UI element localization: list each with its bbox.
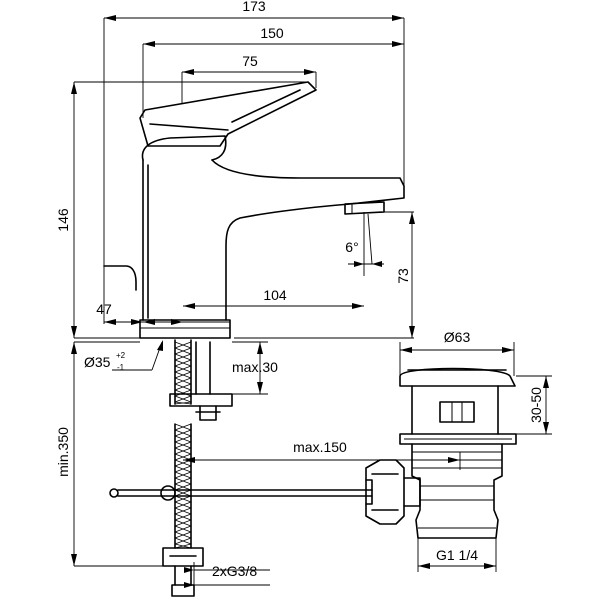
dimension-label-max-150: max.150 — [293, 439, 347, 455]
tolerance-upper: +2 — [116, 351, 126, 360]
dimension-label-30-50: 30-50 — [528, 387, 544, 423]
dimension-label-146: 146 — [55, 208, 71, 232]
dimension-label-max-30: max.30 — [232, 359, 278, 375]
dimension-173: 173 — [103, 0, 405, 266]
dimension-min-350: min.350 — [55, 341, 163, 567]
dimension-hole-diameter: Ø35 +2 -1 — [84, 340, 163, 372]
dimension-label-min-350: min.350 — [55, 427, 71, 477]
pop-up-rod — [109, 485, 373, 501]
dimension-73: 73 — [234, 211, 415, 339]
tolerance-lower: -1 — [117, 363, 125, 372]
dimension-angle-6: 6° — [345, 212, 384, 276]
dimension-label-104: 104 — [263, 287, 287, 303]
dimension-max-150: max.150 — [183, 439, 461, 470]
dimension-label-63: Ø63 — [444, 329, 471, 345]
dimension-150: 150 — [142, 25, 404, 118]
dimension-47: 47 — [96, 266, 230, 325]
dimension-label-173: 173 — [242, 0, 266, 14]
waste-valve — [365, 367, 517, 539]
supply-hoses — [162, 339, 233, 597]
dimension-range-30-50: 30-50 — [516, 375, 552, 435]
dimension-146: 146 — [55, 81, 308, 339]
dimension-label-150: 150 — [260, 25, 284, 41]
dimension-label-75: 75 — [242, 53, 258, 69]
dimension-104: 104 — [183, 287, 364, 309]
dimension-waste-thread: G1 1/4 — [417, 538, 497, 572]
dimension-label-47: 47 — [96, 301, 112, 317]
dimension-label-g114: G1 1/4 — [436, 547, 478, 563]
dimension-label-73: 73 — [395, 268, 411, 284]
dimension-max-30: max.30 — [232, 341, 278, 395]
dimension-label-6-degrees: 6° — [345, 239, 358, 255]
dimension-label-35: Ø35 — [84, 354, 111, 370]
faucet-body — [103, 81, 405, 339]
dimension-75: 75 — [181, 53, 317, 104]
dimension-connection-thread: 2xG3/8 — [184, 562, 270, 590]
dimension-label-2xg38: 2xG3/8 — [212, 563, 257, 579]
dimension-waste-diameter: Ø63 — [399, 329, 515, 376]
